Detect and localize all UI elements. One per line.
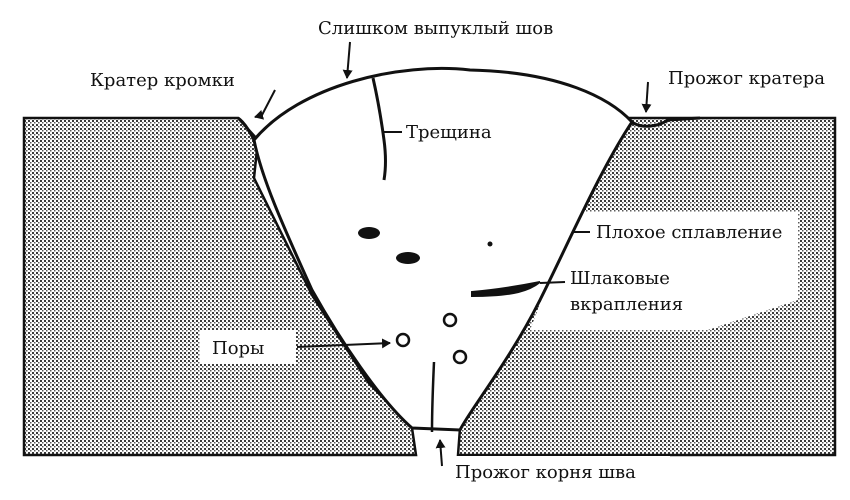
unfused-zone [530,212,798,330]
slag-inclusion [396,252,420,264]
crater-burn-shape [631,116,701,128]
label-crack: Трещина [406,122,492,143]
weld-bead [252,66,634,432]
label-slag-2: вкрапления [570,294,683,315]
slag-inclusion [487,241,493,247]
label-pores: Поры [212,338,264,359]
pores-label-bg [200,330,296,364]
slag-leader [539,281,566,284]
label-convex-weld: Слишком выпуклый шов [318,18,553,39]
crack-line [371,77,387,181]
convex-weld-arrow [342,41,353,79]
pore [442,312,458,328]
pore [452,349,468,365]
edge-crater-shape [237,116,256,141]
slag-inclusion [358,227,380,239]
edge-crater-arrow [254,89,276,120]
pore [395,332,411,348]
crater-burn-arrow [641,81,652,113]
label-root-burn: Прожог корня шва [455,462,636,483]
label-slag-1: Шлаковые [570,268,670,289]
root-crack [430,361,436,433]
label-crater-burn: Прожог кратера [668,68,825,89]
label-edge-crater: Кратер кромки [90,70,235,91]
root-burn-arrow [435,439,446,467]
label-poor-fusion: Плохое сплавление [596,222,782,243]
root-burn-label-bg [450,456,670,486]
pores-arrow [296,338,391,349]
